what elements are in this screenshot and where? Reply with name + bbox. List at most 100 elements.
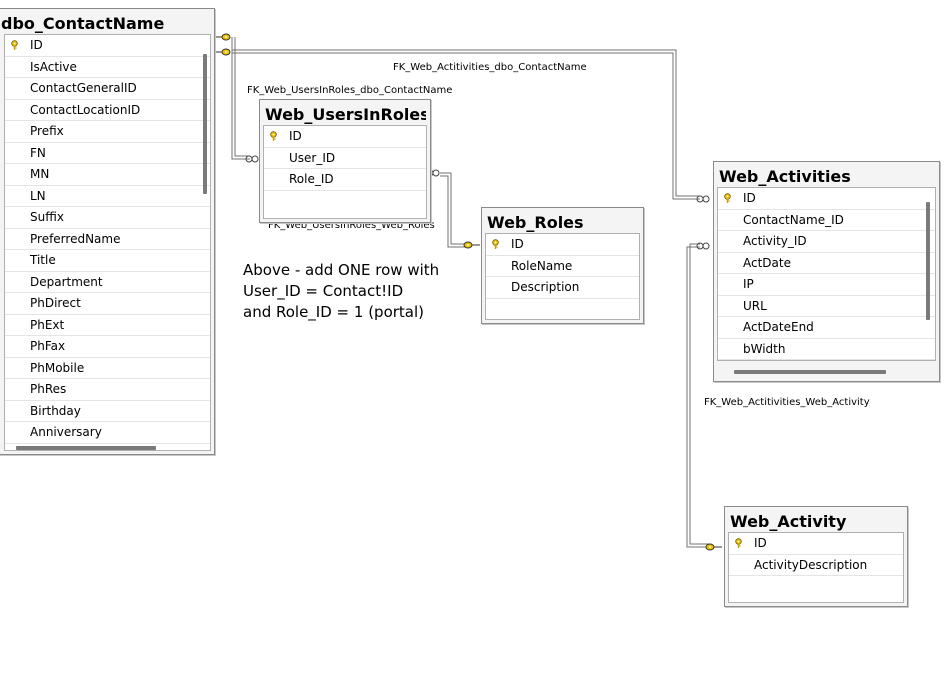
- column-spacer: [8, 57, 22, 78]
- column-name: bWidth: [743, 341, 786, 356]
- fk-usersinroles-contact-line: [231, 37, 250, 160]
- column-name: ContactName_ID: [743, 212, 844, 227]
- horizontal-scrollbar[interactable]: [734, 370, 886, 374]
- column-name: ID: [754, 536, 767, 550]
- table-columns: ID User_ID Role_ID: [263, 125, 427, 219]
- column-name: Description: [511, 280, 580, 294]
- column-spacer: [8, 250, 22, 271]
- fk-activities-contact-line: [232, 49, 700, 197]
- column-name: Birthday: [30, 403, 81, 418]
- column-name: Activity_ID: [743, 234, 807, 248]
- column-row[interactable]: PhFax: [5, 336, 210, 358]
- column-spacer: [8, 78, 22, 99]
- column-name: ID: [30, 38, 43, 52]
- column-spacer: [8, 121, 22, 142]
- column-row[interactable]: LN: [5, 186, 210, 207]
- horizontal-scrollbar[interactable]: [16, 446, 156, 450]
- column-row[interactable]: ContactName_ID: [718, 210, 935, 231]
- column-row[interactable]: bWidth: [718, 339, 935, 360]
- column-row[interactable]: ActDateEnd: [718, 317, 935, 339]
- column-row[interactable]: Anniversary: [5, 422, 210, 444]
- column-row[interactable]: ID: [729, 533, 903, 555]
- column-spacer: [721, 274, 735, 295]
- column-name: IP: [743, 277, 754, 291]
- column-spacer: [732, 555, 746, 576]
- column-row[interactable]: ActivityDescription: [729, 555, 903, 576]
- column-row[interactable]: ContactLocationID: [5, 100, 210, 121]
- table-title: Web_Roles: [487, 213, 584, 232]
- column-row[interactable]: Description: [486, 277, 639, 299]
- column-spacer: [8, 164, 22, 185]
- column-row[interactable]: ID: [264, 126, 426, 148]
- column-spacer: [721, 296, 735, 317]
- column-spacer: [8, 229, 22, 250]
- column-row[interactable]: Suffix: [5, 207, 210, 229]
- column-spacer: [267, 169, 281, 190]
- column-row[interactable]: Birthday: [5, 401, 210, 422]
- column-spacer: [8, 358, 22, 379]
- column-row[interactable]: Role_ID: [264, 169, 426, 191]
- fk-activities-contact-label: FK_Web_Actitivities_dbo_ContactName: [393, 62, 587, 73]
- column-row[interactable]: MN: [5, 164, 210, 186]
- column-name: RoleName: [511, 258, 573, 273]
- column-row[interactable]: PhRes: [5, 379, 210, 401]
- column-spacer: [489, 256, 503, 277]
- column-row[interactable]: PreferredName: [5, 229, 210, 250]
- column-row[interactable]: URL: [718, 296, 935, 317]
- column-row[interactable]: User_ID: [264, 148, 426, 169]
- column-spacer: [8, 207, 22, 228]
- column-spacer: [8, 100, 22, 121]
- column-row[interactable]: FN: [5, 143, 210, 164]
- column-row[interactable]: Prefix: [5, 121, 210, 143]
- vertical-scrollbar[interactable]: [926, 202, 930, 320]
- column-spacer: [721, 253, 735, 274]
- primary-key-icon: [489, 234, 503, 255]
- column-name: IsActive: [30, 59, 77, 74]
- column-row[interactable]: PhDirect: [5, 293, 210, 315]
- column-spacer: [489, 277, 503, 298]
- vertical-scrollbar[interactable]: [203, 54, 207, 194]
- column-name: ContactGeneralID: [30, 81, 137, 95]
- primary-key-icon: [721, 188, 735, 209]
- column-name: ContactLocationID: [30, 102, 141, 117]
- table-title: Web_UsersInRoles: [265, 105, 426, 124]
- table-title: Web_Activities: [719, 167, 851, 186]
- fk-usersinroles-roles-label: FK_Web_UsersInRoles_Web_Roles: [268, 220, 435, 231]
- fk-usersinroles-contact-label: FK_Web_UsersInRoles_dbo_ContactName: [247, 85, 453, 96]
- column-row[interactable]: Title: [5, 250, 210, 272]
- column-name: ID: [743, 191, 756, 205]
- fk-activities-activity-label: FK_Web_Actitivities_Web_Activity: [704, 397, 870, 408]
- column-name: ActivityDescription: [754, 557, 868, 572]
- column-name: PhRes: [30, 382, 67, 396]
- column-row[interactable]: ActDate: [718, 253, 935, 274]
- one-end-markers: [216, 33, 722, 551]
- column-row[interactable]: Department: [5, 272, 210, 293]
- column-name: Title: [30, 253, 56, 267]
- column-row[interactable]: PhExt: [5, 315, 210, 336]
- column-row[interactable]: ID: [718, 188, 935, 210]
- column-name: ID: [289, 129, 302, 143]
- column-name: ActDate: [743, 255, 791, 270]
- column-row[interactable]: PhMobile: [5, 358, 210, 379]
- column-row[interactable]: Activity_ID: [718, 231, 935, 253]
- table-web-usersinroles[interactable]: Web_UsersInRoles ID User_ID Role_ID: [259, 99, 431, 223]
- column-name: User_ID: [289, 150, 336, 165]
- table-web-activities[interactable]: Web_Activities ID ContactName_ID Activity_…: [713, 161, 940, 382]
- column-row[interactable]: ID: [5, 35, 210, 57]
- column-spacer: [8, 379, 22, 400]
- fk-activities-activity-line: [686, 246, 710, 548]
- column-row[interactable]: RoleName: [486, 256, 639, 277]
- column-name: ID: [511, 237, 524, 251]
- column-row[interactable]: IsActive: [5, 57, 210, 78]
- primary-key-icon: [267, 126, 281, 147]
- column-spacer: [267, 148, 281, 169]
- column-row[interactable]: ID: [486, 234, 639, 256]
- column-row[interactable]: IP: [718, 274, 935, 296]
- column-row[interactable]: ContactGeneralID: [5, 78, 210, 100]
- column-name: PreferredName: [30, 231, 121, 246]
